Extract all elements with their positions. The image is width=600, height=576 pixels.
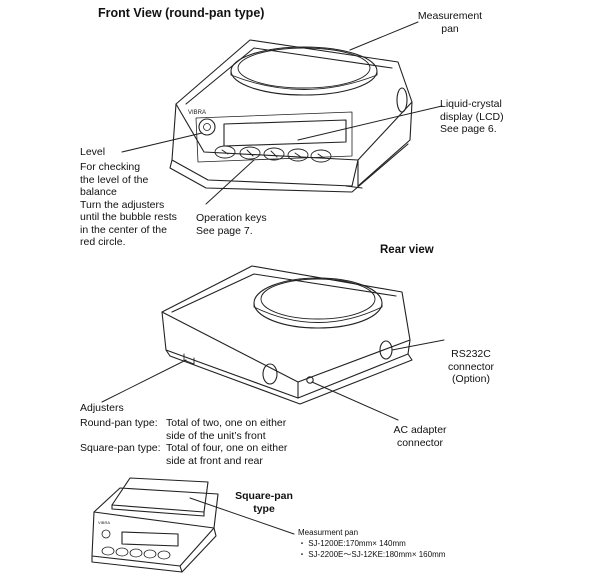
ac-adapter-connector: [306, 376, 314, 384]
lcd-window: [223, 119, 347, 147]
rear-leaders: [101, 339, 445, 421]
measurement-pan-label: Measurement pan: [417, 10, 483, 35]
brand-logo-small: VIBRA: [98, 520, 110, 525]
square-leader: [189, 497, 295, 535]
level-title: Level: [80, 146, 106, 158]
operation-keys-label: Operation keys See page 7.: [196, 212, 267, 237]
front-leaders: [121, 21, 443, 205]
measurement-pan-spec-2: ・ SJ-2200E〜SJ-12KE:180mm× 160mm: [298, 550, 446, 559]
square-pan-key: Square-pan type:: [80, 442, 161, 454]
lcd-label: Liquid-crystal display (LCD) See page 6.: [440, 98, 504, 135]
ac-adapter-label: AC adapter connector: [393, 424, 447, 449]
adjuster-foot: [262, 363, 278, 385]
brand-logo: VIBRA: [188, 110, 206, 116]
front-balance-illustration: [169, 39, 413, 193]
level-description: For checking the level of the balance Tu…: [80, 161, 177, 248]
rs232c-label: RS232C connector (Option): [447, 348, 495, 385]
level-bubble: [198, 118, 216, 136]
square-pan-title: Square-pan type: [235, 490, 293, 515]
operation-keys: [214, 145, 332, 163]
round-pan-key: Round-pan type:: [80, 417, 158, 429]
rear-view-title: Rear view: [380, 244, 434, 256]
square-pan-balance-illustration: [91, 477, 219, 573]
square-pan-value: Total of four, one on either side at fro…: [166, 442, 288, 467]
adjusters-title: Adjusters: [80, 402, 124, 414]
rear-balance-illustration: [161, 265, 413, 405]
front-view-title: Front View (round-pan type): [98, 6, 265, 20]
round-pan-value: Total of two, one on either side of the …: [166, 417, 287, 442]
measurement-pan-spec-1: ・ SJ-1200E:170mm× 140mm: [298, 539, 406, 548]
measurement-pan-spec-title: Measurment pan: [298, 528, 359, 537]
